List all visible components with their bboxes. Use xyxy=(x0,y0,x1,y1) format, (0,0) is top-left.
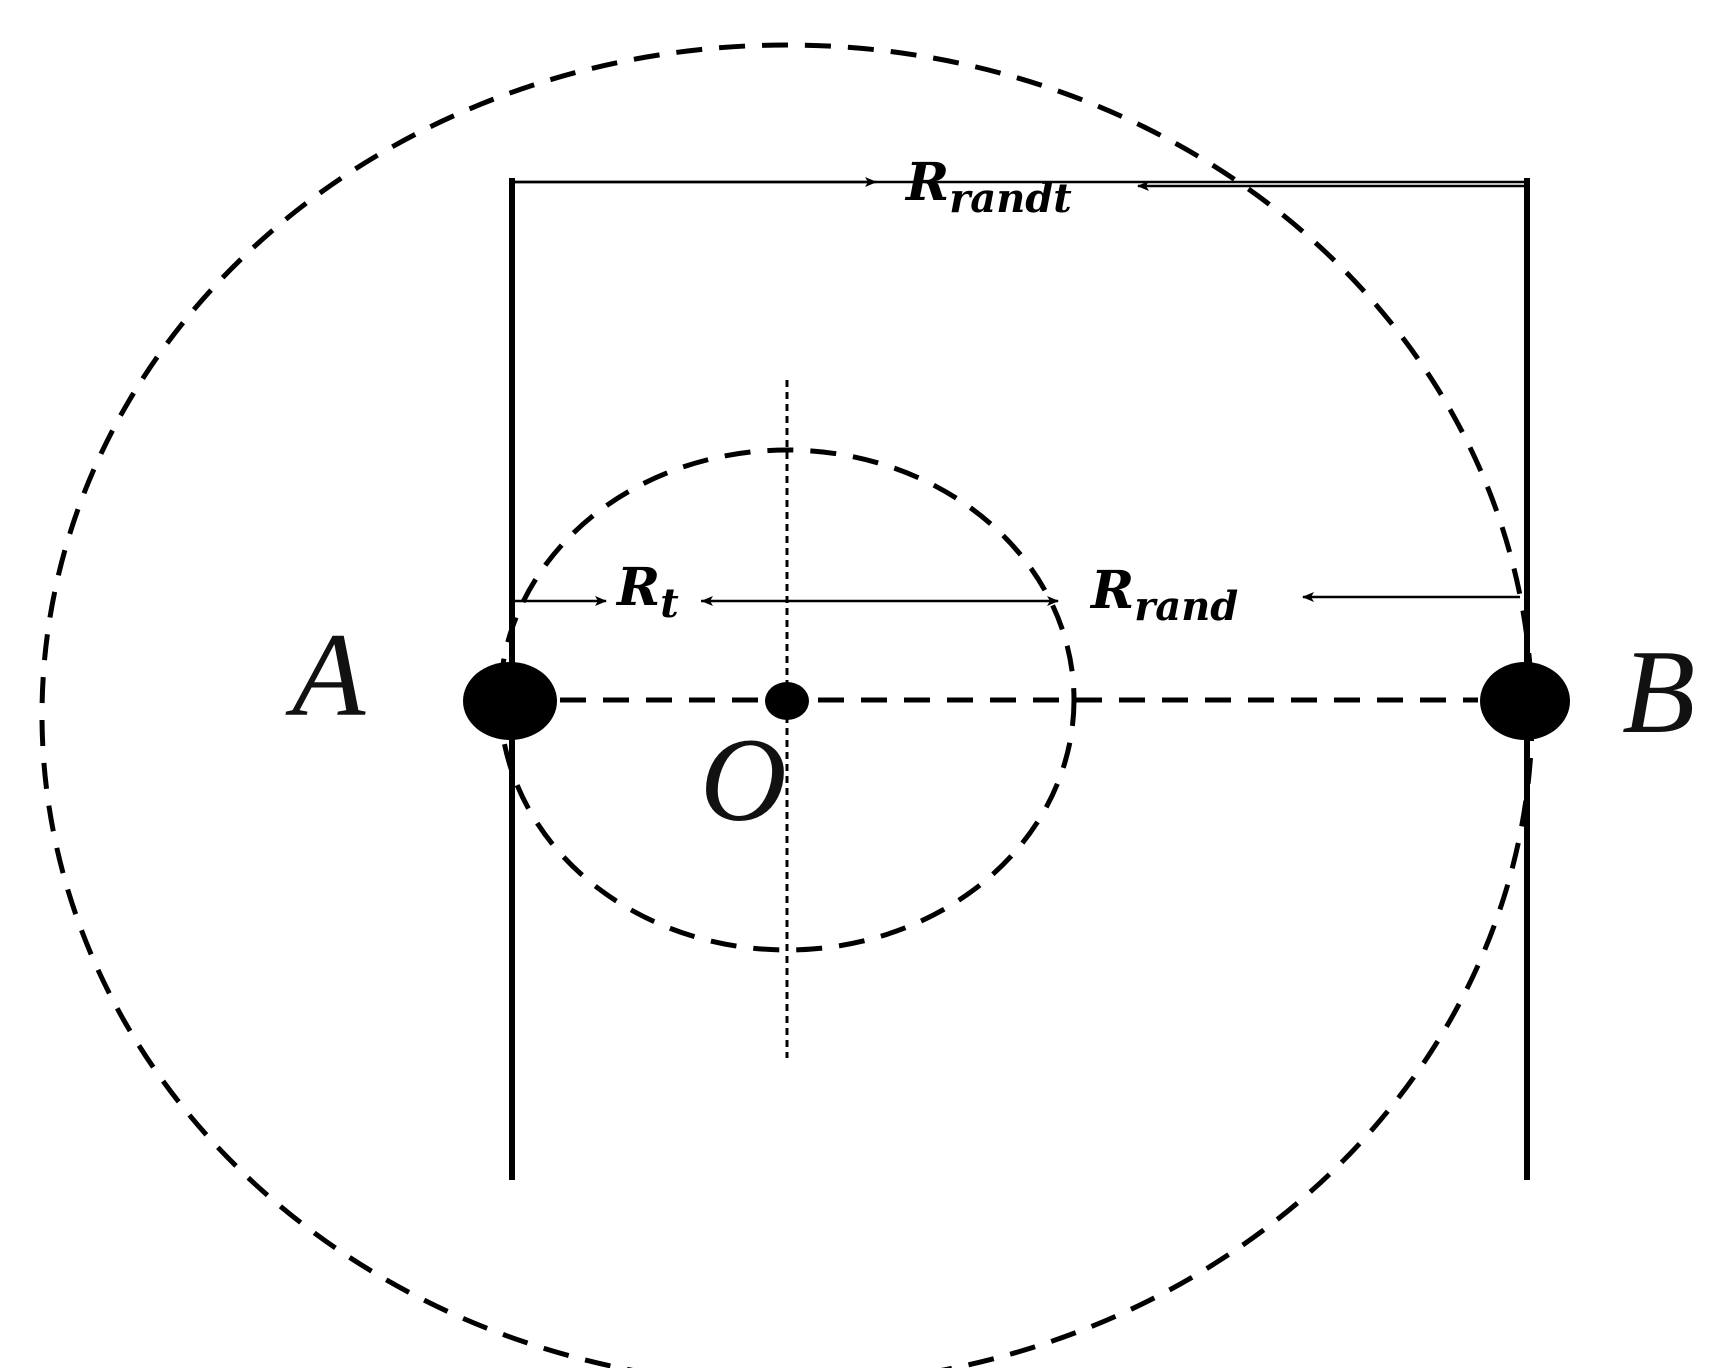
r-t-sub: t xyxy=(660,580,679,627)
point-b-dot xyxy=(1480,662,1570,740)
r-t-base: R xyxy=(615,557,660,618)
point-o-dot xyxy=(765,682,809,720)
r-rand-sub: rand xyxy=(1134,583,1238,630)
inner-dashed-circle xyxy=(497,447,1077,953)
r-t-label: Rt xyxy=(615,557,679,627)
r-rand-label: Rrand xyxy=(1089,560,1238,630)
r-rand-double-arrow-left-head xyxy=(701,596,713,606)
r-randt-base: R xyxy=(904,152,949,213)
point-a-label: A xyxy=(285,608,366,741)
r-rand-base: R xyxy=(1089,560,1134,621)
point-b-label: B xyxy=(1622,625,1695,758)
point-a-dot xyxy=(463,662,557,740)
r-randt-label: Rrandt xyxy=(904,152,1072,222)
r-randt-sub: randt xyxy=(949,175,1072,222)
point-o-label: O xyxy=(700,713,787,846)
